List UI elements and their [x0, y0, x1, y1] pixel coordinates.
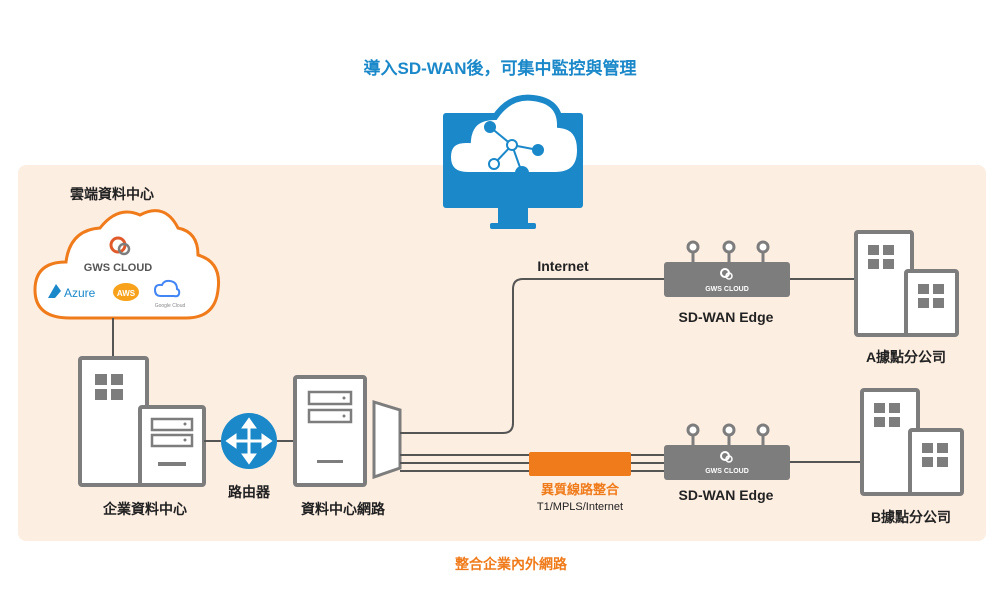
- internet-link: [400, 278, 664, 434]
- network-nodes-icon: [484, 121, 544, 180]
- cloud-brand: GWS CLOUD: [84, 262, 152, 274]
- branch-a-building-icon: [854, 230, 959, 337]
- edge-a-brand: GWS CLOUD: [705, 286, 749, 293]
- cloud-dc-label: 雲端資料中心: [70, 186, 154, 202]
- edge-a-label: SD-WAN Edge: [679, 309, 774, 325]
- hybrid-integration-bar: [529, 452, 631, 476]
- google-cloud-logo: [153, 279, 181, 298]
- edge-b-device-icon: [664, 423, 790, 480]
- edge-a-device-icon: [664, 240, 790, 297]
- branch-b-building-icon: [860, 388, 964, 496]
- internet-label: Internet: [537, 258, 589, 274]
- provider-google: Google Cloud: [155, 303, 186, 309]
- network-bracket-icon: [372, 399, 402, 480]
- edge-b-label: SD-WAN Edge: [679, 487, 774, 503]
- cloud-icon: [33, 209, 221, 320]
- diagram-title: 導入SD-WAN後，可集中監控與管理: [364, 58, 637, 78]
- azure-logo: [48, 284, 61, 298]
- provider-azure: Azure: [64, 286, 96, 300]
- branch-a-label: A據點分公司: [866, 349, 946, 365]
- edge-b-brand: GWS CLOUD: [705, 468, 749, 475]
- hybrid-label: 異質線路整合: [541, 482, 620, 497]
- gws-cloud-logo: [109, 236, 131, 256]
- enterprise-dc-label: 企業資料中心: [102, 501, 187, 517]
- server-icon: [293, 375, 367, 487]
- monitor-icon: [443, 94, 584, 229]
- aws-logo: [113, 283, 139, 301]
- footer-caption: 整合企業內外網路: [454, 556, 568, 572]
- router-icon: [221, 413, 277, 469]
- router-label: 路由器: [228, 484, 271, 500]
- enterprise-building-icon: [78, 356, 206, 487]
- dc-network-label: 資料中心網路: [301, 501, 386, 517]
- branch-b-label: B據點分公司: [871, 509, 951, 525]
- hybrid-sublabel: T1/MPLS/Internet: [537, 501, 623, 513]
- provider-aws: AWS: [117, 289, 136, 298]
